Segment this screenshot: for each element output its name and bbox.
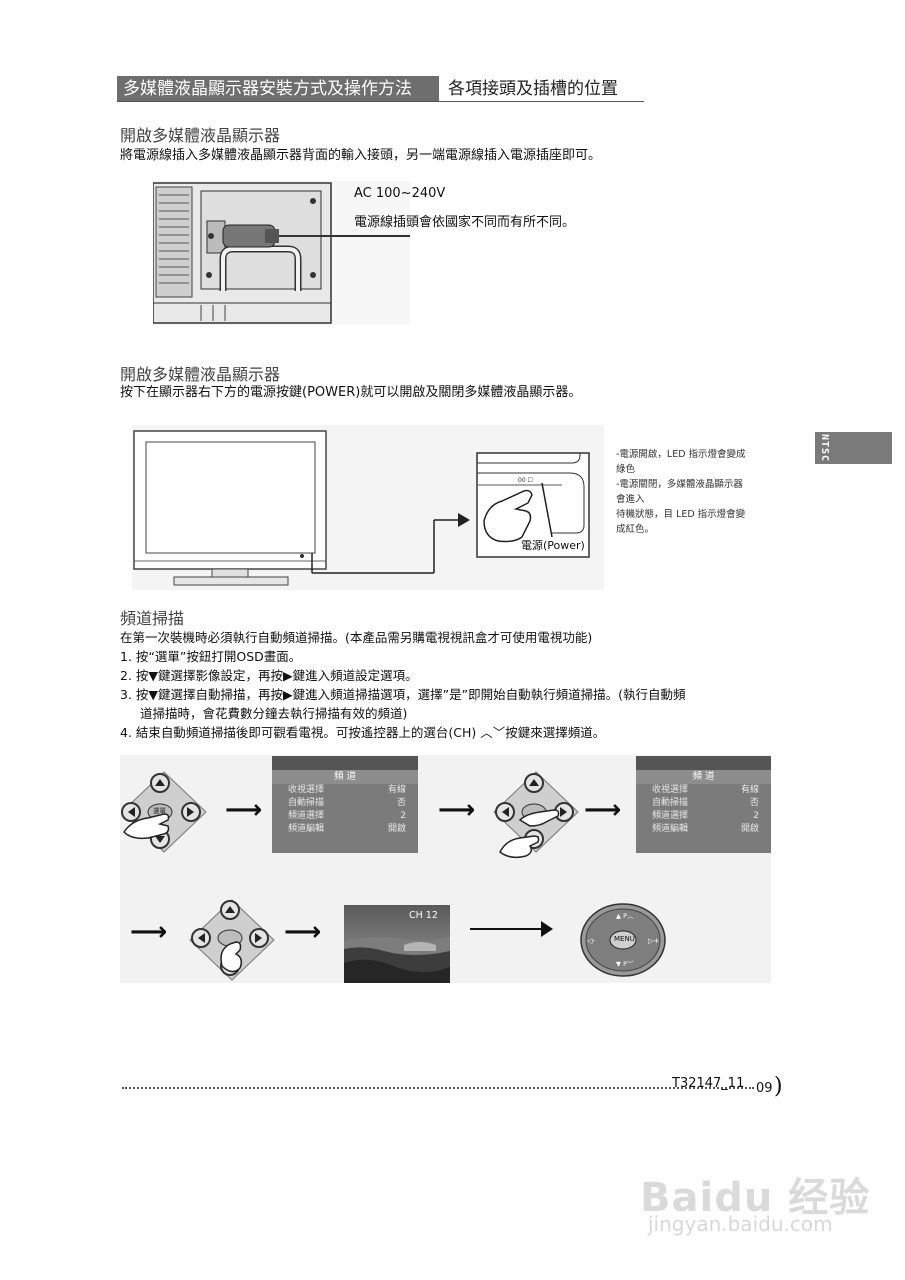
power-note-line: -電源開啟，LED 指示燈會變成 (616, 449, 746, 460)
osd-row: 收視選擇 有線 (272, 784, 418, 797)
dpad-center-label: 選單 (153, 807, 166, 815)
ntsc-tab-label: NTSC (819, 434, 830, 463)
flow-arrow-icon: ⟶ (438, 795, 476, 825)
osd-row-value: 否 (396, 798, 406, 808)
power-note-line: -電源關閉，多媒體液晶顯示器 (616, 479, 743, 490)
osd-row-label: 自動掃描 (288, 798, 325, 808)
page-number: 09 (756, 1081, 773, 1096)
osd-row-value: 有線 (740, 785, 759, 795)
flow-arrow-icon: ⟶ (284, 917, 322, 947)
osd-row-value: 2 (753, 811, 759, 821)
baidu-watermark-logo: Baidu 经验 (640, 1175, 871, 1221)
remote-control (580, 903, 666, 978)
dpad-confirm-press (186, 896, 278, 984)
osd-icon-bar (272, 756, 418, 770)
plug-note: 電源線插頭會依國家不同而有所不同。 (354, 215, 576, 230)
page-bracket-icon: ) (774, 1074, 783, 1099)
osd-channel-menu: 頻 道 收視選擇 有線 自動掃描 否 頻道選擇 2 頻道編輯 開啟 (272, 756, 418, 853)
section2-text: 按下在顯示器右下方的電源按鍵(POWER)就可以開啟及關閉多媒體液晶顯示器。 (120, 385, 582, 400)
footer-dotted-rule (122, 1087, 754, 1089)
osd-title: 頻 道 (636, 770, 771, 784)
osd-row-value: 否 (749, 798, 759, 808)
dpad-menu-press (118, 768, 210, 856)
flow-arrow-icon: ⟶ (225, 795, 263, 825)
header-underline (117, 101, 644, 102)
flow-arrow-icon: ⟶ (130, 917, 168, 947)
power-note-line: 會進入 (616, 494, 645, 505)
osd-channel-menu-2: 頻 道 收視選擇 有線 自動掃描 否 頻道選擇 2 頻道編輯 開啟 (636, 756, 771, 853)
remote-ch-down: ▼ P﹀ (616, 960, 634, 968)
power-note-line: 待機狀態，目 LED 指示燈會變 (616, 509, 746, 520)
osd-row: 收視選擇 有線 (636, 784, 771, 797)
osd-row: 頻道編輯 開啟 (636, 823, 771, 836)
step-4: 4. 結束自動頻道掃描後即可觀看電視。可按遙控器上的選台(CH) ︿﹀按鍵來選擇… (120, 725, 606, 740)
osd-row-label: 頻道編輯 (652, 824, 689, 834)
osd-row-value: 2 (400, 811, 406, 821)
voltage-label: AC 100~240V (354, 186, 446, 201)
tv-channel-screen (344, 905, 450, 983)
power-cord-figure (152, 181, 410, 325)
ntsc-side-tab: NTSC (815, 432, 892, 464)
dpad-arrow-press (490, 768, 582, 860)
osd-row-value: 開啟 (387, 824, 406, 834)
long-arrow-head-icon (541, 921, 553, 937)
remote-ch-up: ▲ P︿ (616, 912, 634, 920)
osd-icon-bar (636, 756, 771, 770)
step-2: 2. 按▼鍵選擇影像設定，再按▶鍵進入頻道設定選項。 (120, 668, 418, 683)
section1-title: 開啟多媒體液晶顯示器 (120, 126, 281, 145)
header-chapter-title: 多媒體液晶顯示器安裝方式及操作方法 (117, 76, 439, 102)
power-note-line: 綠色 (616, 464, 636, 475)
long-arrow-line (470, 928, 550, 930)
svg-text:00 ☐: 00 ☐ (518, 477, 533, 484)
tv-channel-label: CH 12 (409, 910, 438, 921)
osd-row: 頻道選擇 2 (272, 810, 418, 823)
osd-row-value: 開啟 (740, 824, 759, 834)
power-note-line: 成紅色。 (616, 524, 655, 535)
section3-title: 頻道掃描 (120, 609, 185, 628)
flow-arrow-icon: ⟶ (584, 795, 622, 825)
osd-row: 自動掃描 否 (272, 797, 418, 810)
osd-row: 頻道選擇 2 (636, 810, 771, 823)
osd-row-label: 頻道選擇 (652, 811, 689, 821)
osd-row-label: 收視選擇 (288, 785, 325, 795)
remote-menu-button: MENU (614, 935, 635, 943)
osd-row-value: 有線 (387, 785, 406, 795)
section1-text: 將電源線插入多媒體液晶顯示器背面的輸入接頭，另一端電源線插入電源插座即可。 (120, 148, 602, 163)
osd-row: 自動掃描 否 (636, 797, 771, 810)
section2-title: 開啟多媒體液晶顯示器 (120, 365, 281, 384)
osd-row-label: 頻道編輯 (288, 824, 325, 834)
section3-intro: 在第一次裝機時必須執行自動頻道掃描。(本產品需另購電視視訊盒才可使用電視功能) (120, 630, 593, 645)
power-notes: -電源開啟，LED 指示燈會變成 綠色 -電源關閉，多媒體液晶顯示器 會進入 待… (616, 447, 746, 537)
step-3: 3. 按▼鍵選擇自動掃描，再按▶鍵進入頻道掃描選項，選擇”是”即開始自動執行頻道… (120, 687, 686, 702)
osd-title: 頻 道 (272, 770, 418, 784)
baidu-watermark-url: jingyan.baidu.com (648, 1212, 833, 1236)
monitor-power-figure: 00 ☐ (132, 425, 604, 590)
osd-row-label: 自動掃描 (652, 798, 689, 808)
power-button-label: 電源(Power) (521, 539, 585, 552)
step-3-continued: 道掃描時，會花費數分鐘去執行掃描有效的頻道) (140, 706, 408, 721)
volume-down-icon: ◁- (587, 937, 595, 945)
volume-up-icon: ▷+ (648, 937, 660, 945)
osd-row: 頻道編輯 開啟 (272, 823, 418, 836)
osd-row-label: 收視選擇 (652, 785, 689, 795)
step-1: 1. 按“選單”按鈕打開OSD畫面。 (120, 649, 302, 664)
header-section-title: 各項接頭及插槽的位置 (448, 79, 618, 99)
osd-row-label: 頻道選擇 (288, 811, 325, 821)
